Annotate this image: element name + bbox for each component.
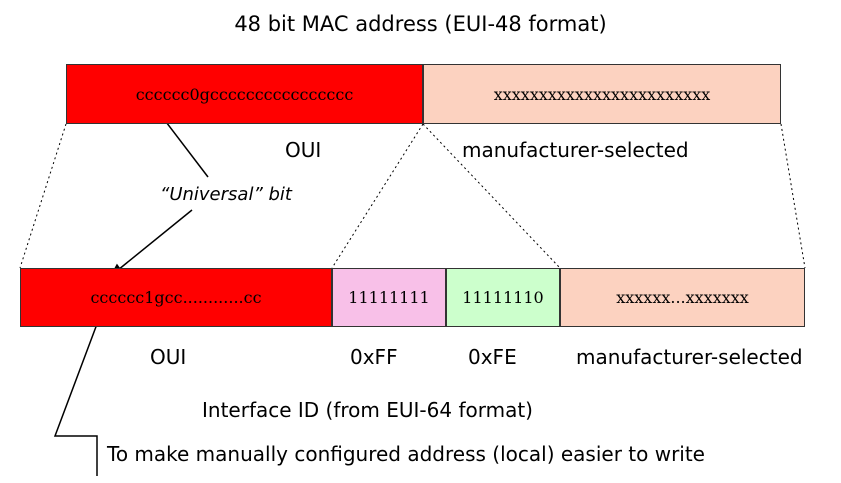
eui64-oui-box: cccccc1gcc............cc: [20, 268, 332, 327]
mac48-manufacturer-box: xxxxxxxxxxxxxxxxxxxxxxxx: [423, 64, 781, 124]
eui64-manufacturer-bits: xxxxxx...xxxxxxx: [616, 288, 749, 307]
mac48-manufacturer-bits: xxxxxxxxxxxxxxxxxxxxxxxx: [493, 84, 711, 104]
eui64-oui-bits: cccccc1gcc............cc: [90, 288, 262, 307]
mac48-oui-box: cccccc0gcccccccccccccccc: [66, 64, 423, 124]
interface-id-label: Interface ID (from EUI-64 format): [202, 398, 533, 422]
eui64-ff-label: 0xFF: [350, 345, 398, 369]
universal-bit-label: “Universal” bit: [160, 184, 292, 205]
mac48-oui-bits: cccccc0gcccccccccccccccc: [135, 84, 354, 104]
eui64-manufacturer-box: xxxxxx...xxxxxxx: [560, 268, 805, 327]
eui64-fe-label: 0xFE: [468, 345, 517, 369]
universal-bit-arrow-up: [159, 113, 209, 178]
eui64-oui-label: OUI: [150, 345, 187, 369]
local-address-note: To make manually configured address (loc…: [107, 442, 705, 466]
note-bracket-line: [53, 315, 101, 476]
split-right-dotted-line: [422, 123, 561, 269]
eui64-ff-bits: 11111111: [348, 288, 430, 307]
mac48-manufacturer-label: manufacturer-selected: [462, 138, 689, 162]
manufacturer-right-dotted-line: [780, 123, 806, 269]
eui64-ff-box: 11111111: [332, 268, 446, 327]
eui64-fe-bits: 11111110: [462, 288, 544, 307]
oui-left-dotted-line: [19, 123, 67, 269]
eui64-fe-box: 11111110: [446, 268, 560, 327]
split-left-dotted-line: [331, 123, 424, 269]
diagram-title: 48 bit MAC address (EUI-48 format): [234, 12, 607, 36]
mac48-oui-label: OUI: [285, 138, 322, 162]
universal-bit-arrow-down: [117, 209, 193, 271]
eui64-manufacturer-label: manufacturer-selected: [576, 345, 803, 369]
